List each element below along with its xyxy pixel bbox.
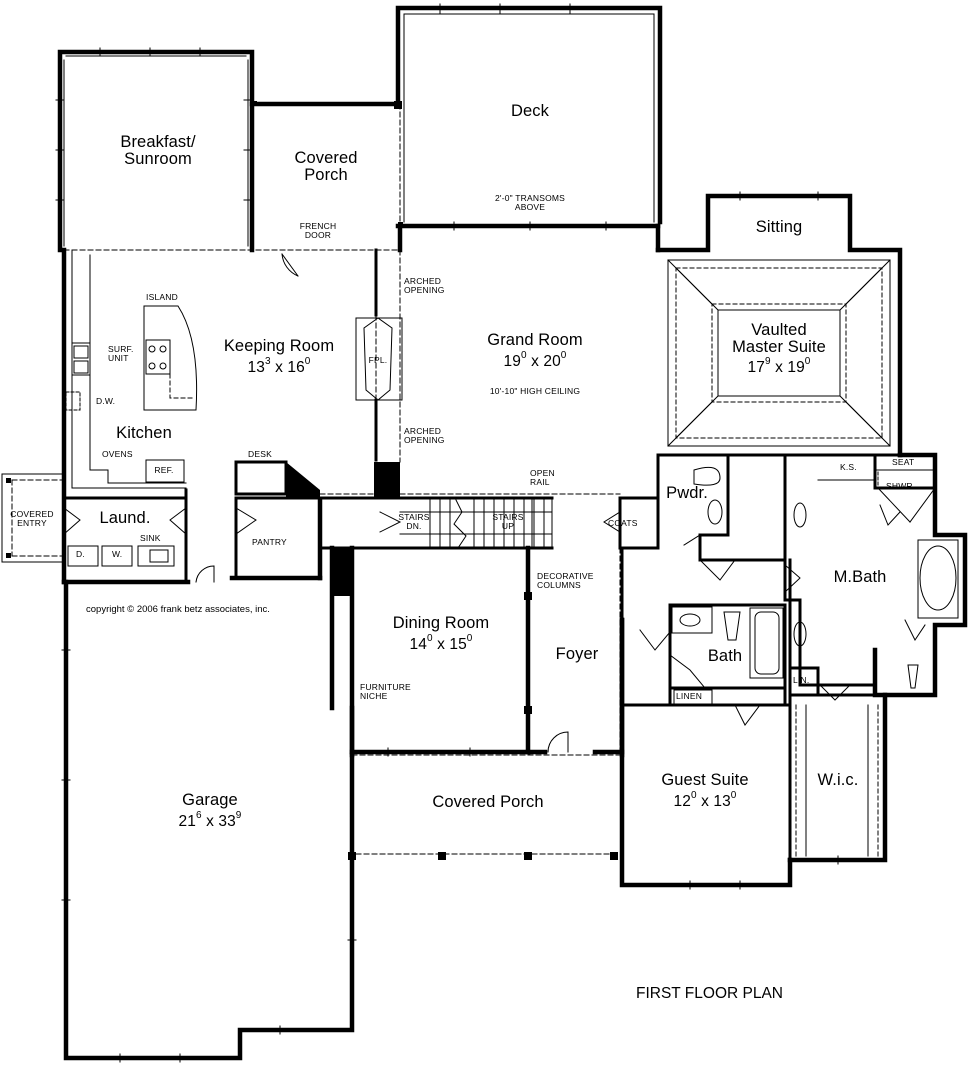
garage-name: Garage (182, 791, 238, 809)
open-rail-line1: OPEN (530, 468, 555, 478)
ovens-note: OVENS (102, 449, 133, 459)
furniture-niche-note: FURNITURE NICHE (360, 683, 411, 701)
surf-unit-note: SURF. UNIT (108, 345, 134, 363)
thin-details (2, 14, 958, 856)
open-rail-line2: RAIL (530, 476, 550, 487)
french-door-line1: FRENCH (299, 221, 337, 231)
stairs-up-line2: UP (501, 520, 515, 531)
dw-note: D.W. (96, 396, 116, 406)
wic-label: W.i.c. (817, 771, 859, 789)
grand-room-dims: 190 x 200 (503, 350, 567, 371)
covered-entry-line1: COVERED (10, 509, 54, 519)
grand-room-name: Grand Room (487, 331, 583, 349)
guest-suite-name: Guest Suite (661, 771, 749, 789)
garage-dims: 216 x 339 (178, 810, 242, 831)
seat-note: SEAT (892, 457, 915, 467)
dining-room-name: Dining Room (392, 614, 490, 632)
plan-title: FIRST FLOOR PLAN (636, 985, 783, 1002)
furniture-line2: NICHE (360, 690, 388, 701)
dining-room-label: Dining Room 140 x 150 (376, 614, 506, 654)
lin-note: LIN. (793, 675, 810, 685)
arched-opening-bottom-note: ARCHED OPENING (404, 427, 445, 445)
transoms-line1: 2'-0" TRANSOMS (494, 193, 566, 203)
guest-suite-label: Guest Suite 120 x 130 (640, 771, 770, 811)
decorative-columns-note: DECORATIVE COLUMNS (537, 572, 594, 590)
desk-note: DESK (248, 449, 272, 459)
guest-suite-dims: 120 x 130 (673, 790, 737, 811)
sink-note: SINK (140, 533, 161, 543)
deck-label: Deck (511, 102, 549, 120)
stairs-dn-note: STAIRS DN. (394, 513, 434, 531)
transoms-line2: ABOVE (514, 201, 546, 212)
open-rail-note: OPEN RAIL (530, 469, 555, 487)
master-line1: Vaulted (751, 321, 807, 339)
covered-entry-line2: ENTRY (17, 517, 47, 528)
master-suite-label: Vaulted Master Suite 179 x 190 (719, 321, 839, 376)
breakfast-line1: Breakfast/ (120, 133, 196, 151)
pantry-note: PANTRY (252, 537, 287, 547)
dining-room-dims: 140 x 150 (409, 633, 473, 654)
arched-bot-line2: OPENING (404, 434, 445, 445)
covered-porch-back-line1: Covered (294, 149, 358, 167)
covered-porch-back-label: Covered Porch (281, 149, 371, 185)
arched-top-line1: ARCHED (404, 276, 442, 286)
d-note: D. (76, 549, 85, 559)
coats-note: COATS (608, 518, 638, 528)
foyer-label: Foyer (555, 645, 599, 663)
stairs-up-note: STAIRS UP (488, 513, 528, 531)
kitchen-label: Kitchen (116, 424, 172, 442)
keeping-room-label: Keeping Room 133 x 160 (206, 337, 352, 377)
sitting-label: Sitting (755, 218, 803, 236)
window-ticks (56, 4, 838, 1062)
bath-label: Bath (707, 647, 743, 665)
covered-entry-note: COVERED ENTRY (2, 510, 62, 528)
stairs-up-line1: STAIRS (492, 512, 524, 522)
linen-note: LINEN (676, 691, 703, 701)
stairs-dn-line2: DN. (406, 520, 422, 531)
ks-note: K.S. (840, 462, 857, 472)
keeping-room-name: Keeping Room (223, 337, 335, 355)
arched-top-line2: OPENING (404, 284, 445, 295)
fpl-note: FPL. (368, 355, 388, 365)
w-note: W. (112, 549, 123, 559)
copyright-text: copyright © 2006 frank betz associates, … (86, 604, 270, 615)
surf-line1: SURF. (108, 344, 134, 354)
furniture-line1: FURNITURE (360, 682, 411, 692)
french-door-note: FRENCH DOOR (290, 222, 346, 240)
dec-col-line1: DECORATIVE (537, 571, 594, 581)
ref-note: REF. (154, 465, 174, 475)
surf-line2: UNIT (108, 352, 129, 363)
dashed-lines (12, 104, 622, 855)
master-dims: 179 x 190 (747, 355, 811, 376)
grand-ceiling-note: 10'-10" HIGH CEILING (489, 386, 581, 396)
covered-porch-front-label: Covered Porch (432, 793, 544, 811)
master-line2: Master Suite (732, 338, 826, 357)
laund-label: Laund. (99, 509, 151, 527)
breakfast-room-label: Breakfast/ Sunroom (108, 133, 208, 169)
grand-room-label: Grand Room 190 x 200 (470, 331, 600, 371)
transoms-note: 2'-0" TRANSOMS ABOVE (470, 194, 590, 212)
keeping-room-dims: 133 x 160 (247, 356, 311, 377)
arched-opening-top-note: ARCHED OPENING (404, 277, 445, 295)
covered-porch-back-line2: Porch (304, 166, 348, 185)
arched-bot-line1: ARCHED (404, 426, 442, 436)
mbath-label: M.Bath (833, 568, 887, 586)
pwdr-label: Pwdr. (666, 484, 708, 502)
breakfast-line2: Sunroom (124, 150, 192, 169)
garage-label: Garage 216 x 339 (150, 791, 270, 831)
stairs-dn-line1: STAIRS (398, 512, 430, 522)
dec-col-line2: COLUMNS (537, 579, 581, 590)
shwr-note: SHWR. (886, 481, 916, 491)
solid-fills (6, 101, 618, 860)
french-door-line2: DOOR (304, 229, 332, 240)
island-note: ISLAND (146, 292, 178, 302)
